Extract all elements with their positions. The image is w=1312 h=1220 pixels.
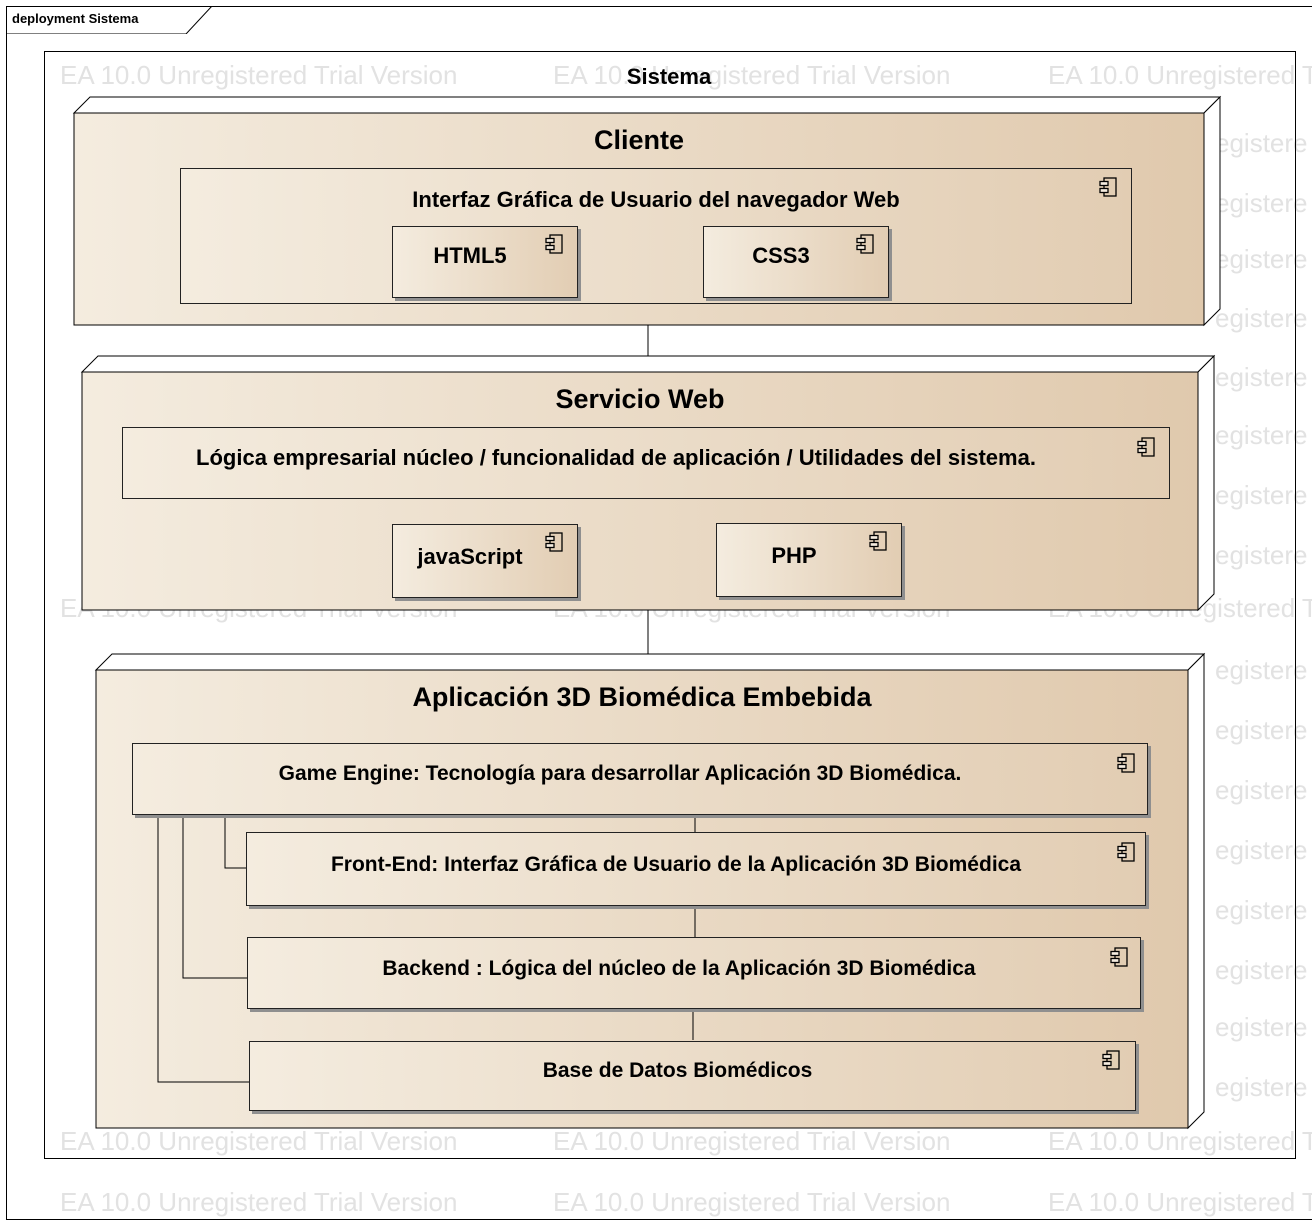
watermark: egistere: [1215, 420, 1308, 450]
component-gui-navegador[interactable]: Interfaz Gráfica de Usuario del navegado…: [180, 168, 1132, 304]
component-html5[interactable]: HTML5: [392, 226, 578, 298]
watermark: EA 10.0 Unregistered Trial Version: [553, 1126, 951, 1156]
frame-tab: [6, 6, 216, 34]
watermark: egistere: [1215, 955, 1308, 985]
node-app3d-title: Aplicación 3D Biomédica Embebida: [412, 682, 872, 712]
component-label: HTML5: [433, 243, 507, 268]
watermark: egistere: [1215, 835, 1308, 865]
component-front-end[interactable]: Front-End: Interfaz Gráfica de Usuario d…: [246, 832, 1146, 906]
watermark: EA 10.0 Unregistered Trial Version: [60, 1126, 458, 1156]
frame-tab-label: deployment Sistema: [12, 11, 139, 26]
watermark: EA 10.0 Unregistered Trial Version: [60, 1187, 458, 1217]
component-javascript[interactable]: javaScript: [392, 524, 578, 598]
watermark: EA 10.0 Unregistered Trial Version: [1048, 60, 1312, 90]
watermark: egistere: [1215, 188, 1308, 218]
component-icon: [1099, 177, 1117, 197]
system-boundary: [44, 51, 1296, 1159]
watermark: egistere: [1215, 362, 1308, 392]
component-icon: [1117, 753, 1135, 773]
node-servicio-title: Servicio Web: [555, 384, 725, 414]
watermark: EA 10.0 Unregistered Trial Version: [60, 60, 458, 90]
watermark: egistere: [1215, 1012, 1308, 1042]
component-game-engine[interactable]: Game Engine: Tecnología para desarrollar…: [132, 743, 1148, 815]
component-icon: [1102, 1050, 1120, 1070]
node-cliente-title: Cliente: [593, 125, 685, 155]
component-label: Backend : Lógica del núcleo de la Aplica…: [382, 957, 976, 980]
watermark: EA 10.0 Unregistered Trial Version: [1048, 1126, 1312, 1156]
component-icon: [1110, 947, 1128, 967]
watermark: egistere: [1215, 128, 1308, 158]
component-base-datos[interactable]: Base de Datos Biomédicos: [249, 1041, 1136, 1111]
component-label: Base de Datos Biomédicos: [542, 1059, 813, 1082]
watermark: egistere: [1215, 715, 1308, 745]
watermark: EA 10.0 Unregistered Trial Version: [553, 60, 951, 90]
watermark: egistere: [1215, 244, 1308, 274]
component-icon: [545, 532, 563, 552]
watermark: EA 10.0 Unregistered Trial Version: [553, 1187, 951, 1217]
watermark: egistere: [1215, 540, 1308, 570]
system-label: Sistema: [626, 64, 712, 89]
watermark: egistere: [1215, 303, 1308, 333]
component-label: Interfaz Gráfica de Usuario del navegado…: [412, 187, 900, 212]
component-icon: [1137, 437, 1155, 457]
component-icon: [1117, 842, 1135, 862]
watermark: egistere: [1215, 655, 1308, 685]
component-icon: [869, 531, 887, 551]
watermark: egistere: [1215, 1072, 1308, 1102]
watermark: egistere: [1215, 480, 1308, 510]
engine-connectors: [157, 814, 696, 1083]
frame-tab-shape: [6, 6, 213, 34]
component-backend[interactable]: Backend : Lógica del núcleo de la Aplica…: [247, 937, 1141, 1009]
component-label: javaScript: [417, 544, 523, 569]
component-label: Game Engine: Tecnología para desarrollar…: [278, 762, 962, 785]
component-icon: [856, 234, 874, 254]
component-label: Lógica empresarial núcleo / funcionalida…: [196, 445, 1036, 470]
component-label: CSS3: [752, 243, 810, 268]
component-label: Front-End: Interfaz Gráfica de Usuario d…: [330, 853, 1022, 876]
component-css3[interactable]: CSS3: [703, 226, 889, 298]
watermark: egistere: [1215, 775, 1308, 805]
component-label: PHP: [771, 543, 817, 568]
watermark: egistere: [1215, 895, 1308, 925]
component-php[interactable]: PHP: [716, 523, 902, 597]
watermark: EA 10.0 Unregistered Trial Version: [1048, 1187, 1312, 1217]
component-icon: [545, 234, 563, 254]
component-logica-empresarial[interactable]: Lógica empresarial núcleo / funcionalida…: [122, 427, 1170, 499]
